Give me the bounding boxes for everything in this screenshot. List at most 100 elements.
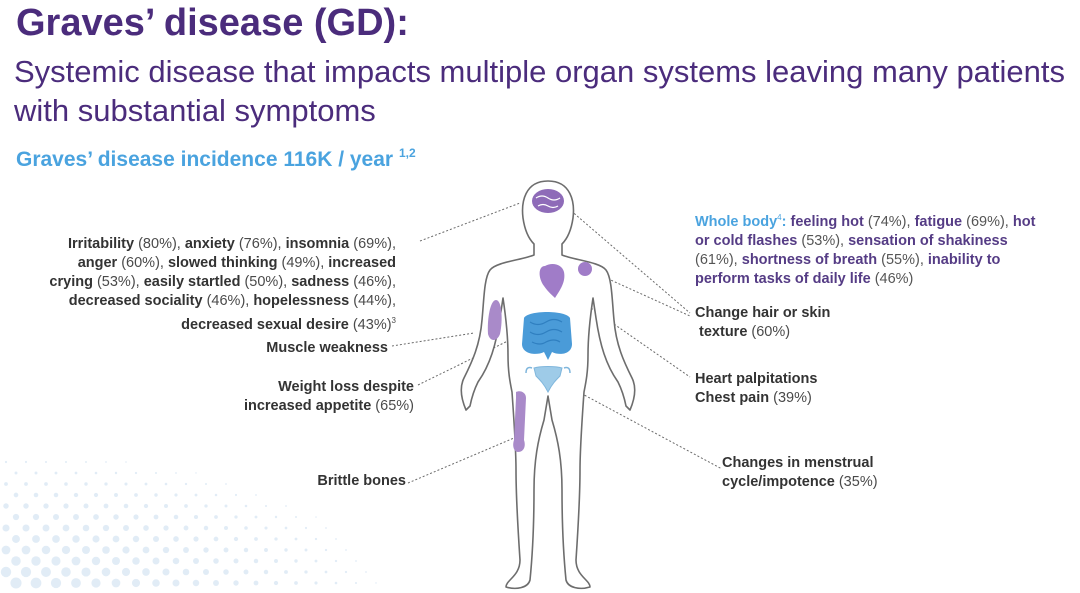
background-dot xyxy=(244,504,248,508)
background-dot xyxy=(304,526,308,530)
background-dot xyxy=(255,494,257,496)
background-dot xyxy=(12,513,20,521)
background-dot xyxy=(224,504,228,508)
background-dot xyxy=(22,524,30,532)
background-dot xyxy=(184,504,188,508)
background-dot xyxy=(294,537,298,541)
background-dot xyxy=(173,514,179,520)
background-dot xyxy=(182,568,190,576)
incidence-refs: 1,2 xyxy=(398,146,416,160)
background-dot xyxy=(32,535,40,543)
background-dot xyxy=(164,504,168,508)
background-dot xyxy=(274,559,278,563)
background-dot xyxy=(73,492,79,498)
background-dot xyxy=(43,503,49,509)
background-dot xyxy=(32,513,40,521)
background-dot xyxy=(62,524,70,532)
background-dot xyxy=(71,556,81,566)
background-dot xyxy=(53,492,59,498)
background-dot xyxy=(264,526,268,530)
background-dot xyxy=(41,567,51,577)
mental-line-3: crying (53%), easily startled (50%), sad… xyxy=(49,274,396,290)
background-dot xyxy=(345,549,347,551)
background-dot xyxy=(64,482,68,486)
background-dot xyxy=(114,471,118,475)
background-dot xyxy=(334,581,338,585)
background-dot xyxy=(315,516,317,518)
background-dot xyxy=(253,558,259,564)
background-dot xyxy=(63,503,69,509)
background-dot xyxy=(213,558,219,564)
background-dot xyxy=(81,567,91,577)
background-dot xyxy=(274,515,278,519)
background-dot xyxy=(202,568,210,576)
background-dot xyxy=(285,505,287,507)
background-dot xyxy=(234,515,238,519)
background-dot xyxy=(184,482,188,486)
background-dot xyxy=(213,580,219,586)
background-dot xyxy=(72,535,80,543)
background-dot xyxy=(105,461,107,463)
brain-icon xyxy=(532,189,564,213)
background-dot xyxy=(82,524,90,532)
background-dot xyxy=(102,546,110,554)
background-dot xyxy=(203,547,209,553)
background-dot xyxy=(152,557,160,565)
background-dot xyxy=(44,460,48,464)
background-dot xyxy=(325,527,327,529)
background-dot xyxy=(33,492,39,498)
background-dot xyxy=(284,526,288,530)
background-dot xyxy=(61,545,71,555)
background-dot xyxy=(94,471,98,475)
background-dot xyxy=(10,577,22,589)
background-dot xyxy=(324,570,328,574)
background-dot xyxy=(233,558,239,564)
background-dot xyxy=(51,556,61,566)
background-dot xyxy=(164,482,168,486)
background-dot xyxy=(152,579,160,587)
background-dot xyxy=(225,483,227,485)
background-dot xyxy=(263,569,269,575)
background-dots xyxy=(0,460,377,589)
background-dot xyxy=(103,503,109,509)
background-dot xyxy=(0,566,12,578)
background-dot xyxy=(124,482,128,486)
background-dot xyxy=(50,577,62,589)
background-dot xyxy=(223,547,229,553)
background-dot xyxy=(101,567,111,577)
background-dot xyxy=(132,535,140,543)
background-dot xyxy=(192,557,200,565)
background-dot xyxy=(244,526,248,530)
background-dot xyxy=(41,545,51,555)
background-dot xyxy=(304,570,308,574)
mental-line-2: anger (60%), slowed thinking (49%), incr… xyxy=(77,255,396,271)
hair-skin-label: Change hair or skin texture (60%) xyxy=(695,305,831,340)
background-dot xyxy=(30,577,42,589)
background-dot xyxy=(54,471,58,475)
background-dot xyxy=(162,546,170,554)
background-dot xyxy=(204,504,208,508)
background-dot xyxy=(205,483,207,485)
background-dot xyxy=(93,492,99,498)
background-dot xyxy=(243,547,249,553)
background-dot xyxy=(365,571,367,573)
brittle-bones-label: Brittle bones xyxy=(317,473,406,489)
background-dot xyxy=(20,566,32,578)
background-dot xyxy=(294,581,298,585)
background-dot xyxy=(133,514,139,520)
background-dot xyxy=(112,557,120,565)
whole-body-line-4: perform tasks of daily life (46%) xyxy=(695,271,914,287)
background-dot xyxy=(104,482,108,486)
background-dot xyxy=(152,535,160,543)
background-dot xyxy=(193,514,199,520)
thyroid-icon xyxy=(578,262,592,276)
background-dot xyxy=(264,504,268,508)
background-dot xyxy=(274,537,278,541)
background-dot xyxy=(253,580,259,586)
background-dot xyxy=(44,482,48,486)
background-dot xyxy=(73,514,79,520)
background-dot xyxy=(122,546,130,554)
background-dot xyxy=(314,559,318,563)
background-dot xyxy=(233,536,239,542)
mental-symptoms: Irritability (80%), anxiety (76%), insom… xyxy=(49,235,396,335)
